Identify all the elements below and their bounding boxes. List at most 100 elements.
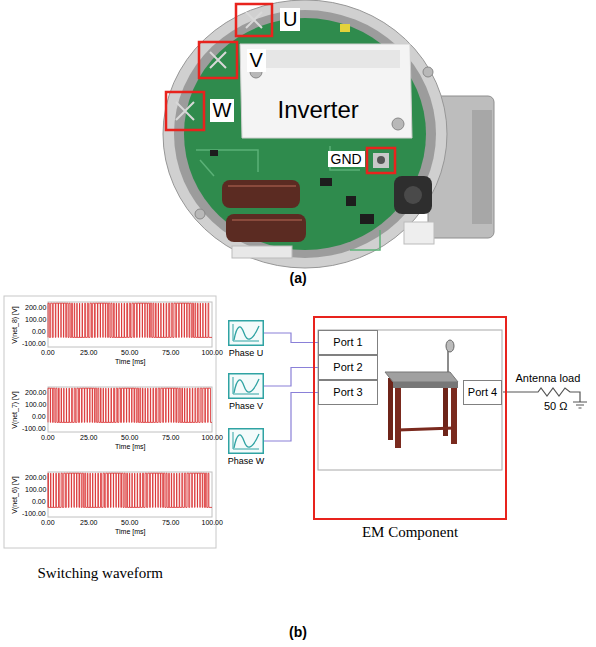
- waveform-panel: [48, 302, 212, 347]
- tick-label: 100.00: [25, 401, 46, 409]
- switching-trace: [48, 388, 212, 422]
- source-icon-frame: [229, 321, 264, 346]
- inverter-photo: [163, 0, 494, 268]
- port-name: Port 2: [333, 361, 362, 374]
- em-model-picture: [385, 372, 458, 382]
- inverter-photo: [340, 24, 350, 32]
- tick-label: 200.00: [25, 389, 46, 397]
- tick-label: 0.00: [32, 498, 46, 506]
- inverter-photo: [360, 214, 374, 224]
- tick-label: 50.00: [121, 434, 139, 442]
- voltage-source-block: Phase V: [224, 373, 268, 411]
- signal-wire: [264, 333, 318, 343]
- panel-letter: (a): [290, 270, 307, 286]
- inverter-photo: [166, 92, 204, 130]
- tick-label: 75.00: [162, 434, 180, 442]
- inverter-photo: [199, 42, 237, 78]
- tick-label: 100.00: [25, 486, 46, 494]
- phase-terminal-label: V: [247, 49, 266, 72]
- inverter-photo: [222, 180, 300, 208]
- source-icon-curve: [234, 326, 259, 340]
- voltage-source-block: Phase U: [224, 320, 268, 358]
- tick-label: 100.00: [202, 434, 223, 442]
- source-icon: [228, 373, 264, 399]
- em-model-picture: [451, 388, 457, 444]
- inverter-photo: [232, 246, 292, 258]
- tick-label: -100.00: [22, 340, 46, 348]
- inverter-photo: [472, 110, 492, 224]
- tick-label: 0.00: [41, 349, 55, 357]
- tick-label: 25.00: [80, 519, 98, 527]
- antenna-load-resistor: [503, 388, 580, 402]
- load-name: Antenna load: [516, 372, 581, 385]
- port-cell: Port 2: [318, 355, 378, 380]
- source-name: Phase U: [224, 348, 268, 358]
- axis-title: V(net_6) [V]: [10, 476, 18, 513]
- tick-label: 50.00: [121, 349, 139, 357]
- tick-label: 75.00: [162, 519, 180, 527]
- source-name: Phase V: [224, 401, 268, 411]
- em-model-picture: [318, 330, 502, 470]
- source-icon-frame: [229, 429, 264, 454]
- axis-title: Time [ms]: [115, 358, 145, 366]
- panel-caption: Switching waveform: [38, 565, 163, 582]
- resistance-value: 50 Ω: [544, 400, 568, 413]
- em-model-picture: [447, 350, 449, 372]
- source-icon-axes: [233, 432, 259, 449]
- tick-label: 0.00: [41, 434, 55, 442]
- voltage-source-block: Phase W: [224, 428, 268, 466]
- inverter-photo: [163, 0, 447, 268]
- tick-label: 25.00: [80, 349, 98, 357]
- tick-label: 0.00: [32, 413, 46, 421]
- tick-label: -100.00: [22, 425, 46, 433]
- axis-title: V(net_7) [V]: [10, 391, 18, 428]
- switching-trace: [48, 473, 212, 507]
- source-icon: [228, 320, 264, 346]
- inverter-photo: [240, 44, 412, 138]
- panel-letter: (b): [289, 624, 307, 640]
- port-name: Port 4: [468, 386, 497, 399]
- inverter-photo: [250, 50, 400, 68]
- waveform-panel: [48, 472, 212, 517]
- inverter-photo: [394, 176, 432, 214]
- axis-title: V(net_8) [V]: [10, 306, 18, 343]
- source-icon-curve: [234, 434, 259, 448]
- port-name: Port 3: [333, 386, 362, 399]
- inverter-photo: [246, 12, 262, 28]
- inverter-photo: [404, 222, 434, 244]
- source-icon-curve: [234, 379, 259, 393]
- inverter-photo: [367, 148, 395, 173]
- source-icon-axes: [233, 377, 259, 394]
- inverter-photo: [228, 186, 302, 220]
- em-component-box: EM ComponentPort 1Port 2Port 3Port 4: [313, 316, 507, 520]
- axis-title: Time [ms]: [115, 528, 145, 536]
- tick-label: 100.00: [202, 349, 223, 357]
- switching-trace: [48, 303, 212, 507]
- em-model-picture: [388, 378, 393, 440]
- port-cell: Port 3: [318, 380, 378, 405]
- port-cell: Port 4: [463, 380, 502, 405]
- em-model-picture: [395, 388, 401, 448]
- inverter-photo: [236, 4, 272, 36]
- phase-terminal-label: W: [210, 99, 235, 122]
- axis-title: Time [ms]: [115, 443, 145, 451]
- inverter-photo: [404, 186, 422, 204]
- tick-label: 100.00: [202, 519, 223, 527]
- inverter-photo: [184, 18, 426, 250]
- em-model-picture: [318, 330, 502, 470]
- inverter-photo: [195, 209, 205, 219]
- signal-wire: [264, 393, 318, 442]
- inverter-photo: [174, 10, 436, 258]
- inverter-photo: [346, 196, 356, 206]
- inverter-photo: [423, 67, 433, 77]
- tick-label: 25.00: [80, 434, 98, 442]
- inverter-photo: [176, 102, 194, 120]
- tick-label: 100.00: [25, 316, 46, 324]
- tick-label: -100.00: [22, 510, 46, 518]
- source-name: Phase W: [224, 456, 268, 466]
- switching-trace: [48, 303, 212, 337]
- tick-label: 200.00: [25, 304, 46, 312]
- tick-label: 0.00: [41, 519, 55, 527]
- inverter-photo: [196, 146, 380, 250]
